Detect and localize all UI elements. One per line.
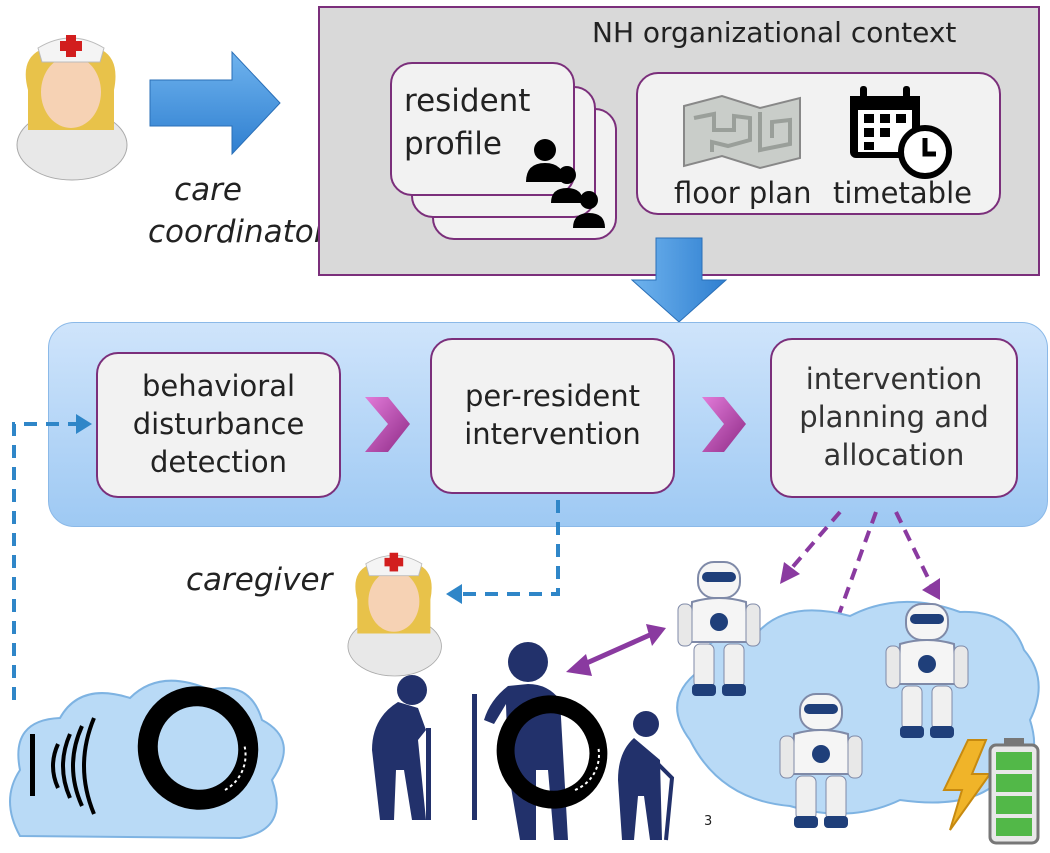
timetable-label: timetable — [833, 176, 972, 210]
page-number: 3 — [704, 814, 713, 829]
floor-plan-label: floor plan — [674, 176, 812, 210]
stage-behavioral-disturbance-detection: behavioral disturbance detection — [96, 352, 341, 498]
caregiver-label: caregiver — [186, 562, 333, 598]
context-title: NH organizational context — [592, 16, 957, 49]
resident-profile-label: resident profile — [404, 83, 531, 163]
stage-per-resident-intervention: per-resident intervention — [430, 338, 675, 494]
stage-intervention-planning-allocation: intervention planning and allocation — [770, 338, 1018, 498]
